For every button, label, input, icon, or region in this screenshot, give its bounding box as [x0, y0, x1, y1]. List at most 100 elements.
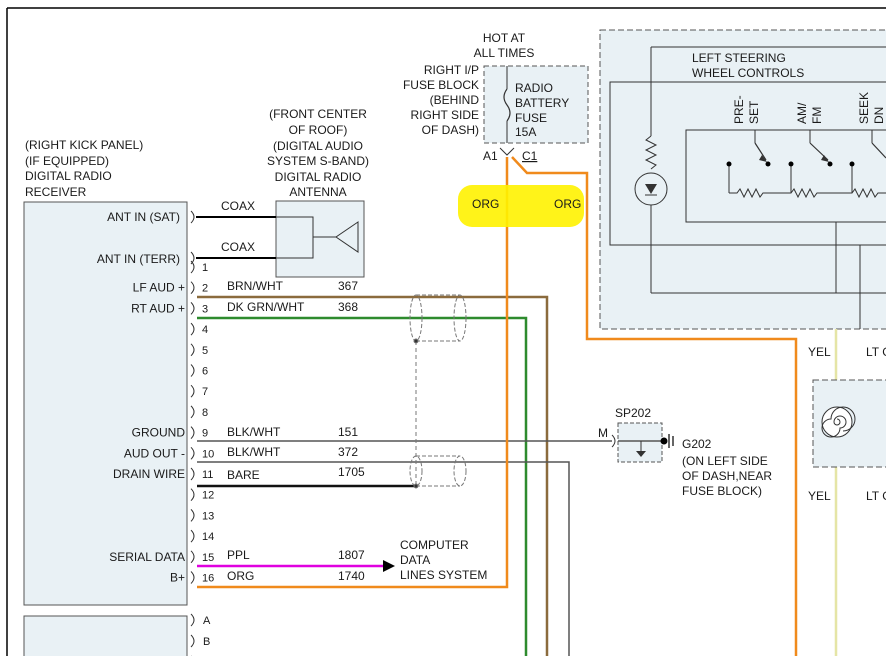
- antenna-line-4: SYSTEM S-BAND): [267, 154, 369, 168]
- steering-switch-box: [685, 129, 886, 223]
- receiver-name-2: RECEIVER: [25, 185, 87, 199]
- pin-connector-15: [190, 550, 195, 564]
- wire-circuit-pin-16: 1740: [338, 569, 365, 583]
- pin-connector-11: [190, 467, 195, 481]
- wire-color-pin-9: BLK/WHT: [227, 425, 281, 439]
- pin-number-15: 15: [202, 552, 214, 564]
- receiver-location-1: (RIGHT KICK PANEL): [25, 138, 143, 152]
- pin-number-5: 5: [202, 345, 208, 357]
- wire-color-pin-11: BARE: [227, 468, 260, 482]
- led-diode: [645, 184, 657, 194]
- port-ant-in-sat: ANT IN (SAT): [107, 210, 180, 224]
- ground-arrow: [636, 451, 646, 457]
- switch-preset-contact-2: [765, 161, 771, 167]
- clockspring-coil: [821, 406, 856, 438]
- wire-color-pin-3: DK GRN/WHT: [227, 300, 305, 314]
- fuse-location-5: OF DASH): [422, 123, 479, 137]
- switch-seek-label-1: SEEK: [857, 92, 871, 124]
- pin-label-2: LF AUD +: [133, 281, 185, 295]
- fuse-block: HOT AT ALL TIMES RIGHT I/P FUSE BLOCK (B…: [403, 31, 589, 227]
- switch-preset-label-2: SET: [747, 100, 761, 124]
- lower-pin-connector-A: [190, 613, 195, 627]
- wire-org-fuse-c1: [511, 156, 798, 656]
- computer-line-3: LINES SYSTEM: [400, 568, 487, 582]
- wire-ltg-label-2: LT G: [866, 489, 886, 503]
- switch-preset-contact: [726, 161, 732, 167]
- coax-connector-terr: [190, 251, 195, 265]
- wire-color-pin-15: PPL: [227, 548, 250, 562]
- ground-location-2: OF DASH,NEAR: [682, 469, 772, 483]
- pin-connector-6: [190, 364, 195, 377]
- fuse-icon: [503, 88, 511, 122]
- splice-connector: [611, 434, 616, 448]
- switch-seek-label-2: DN: [872, 107, 886, 124]
- fuse-location-1: RIGHT I/P: [424, 63, 479, 77]
- shield-lower-right: [453, 455, 467, 487]
- pin-number-2: 2: [202, 283, 208, 295]
- pin-label-9: GROUND: [132, 426, 186, 440]
- computer-line-1: COMPUTER: [400, 538, 469, 552]
- wire-circuit-pin-15: 1807: [338, 548, 365, 562]
- switch-amfm-contact: [788, 161, 794, 167]
- pin-number-12: 12: [202, 490, 214, 502]
- org-highlight: [458, 185, 584, 227]
- pin-number-6: 6: [202, 366, 208, 378]
- pin-number-13: 13: [202, 510, 214, 522]
- receiver-location-2: (IF EQUIPPED): [25, 154, 109, 168]
- wire-circuit-pin-9: 151: [338, 425, 358, 439]
- switch-seek-blade: [871, 142, 886, 159]
- fuse-block-box: [483, 65, 589, 144]
- switch-seek-contact: [849, 161, 855, 167]
- pin-connector-13: [190, 509, 195, 522]
- ground-location-3: FUSE BLOCK): [682, 484, 762, 498]
- fuse-hot-2: ALL TIMES: [474, 46, 535, 60]
- coax-label-2: COAX: [221, 240, 255, 254]
- pin-connector-14: [190, 529, 195, 543]
- wire-labels: BRN/WHT 367 DK GRN/WHT 368 BLK/WHT 151 B…: [227, 279, 365, 583]
- fuse-terminal-arrow: [499, 147, 515, 156]
- fuse-location-2: FUSE BLOCK: [403, 78, 479, 92]
- ground-g202: SP202 M G202 (ON LEFT SIDE OF DASH,NEAR …: [598, 406, 772, 498]
- antenna-line-1: (FRONT CENTER: [269, 107, 367, 121]
- antenna-line-5: DIGITAL RADIO: [275, 170, 362, 184]
- fuse-name-4: 15A: [515, 125, 536, 139]
- receiver-lower-pins: ABC: [190, 613, 211, 656]
- steering-resistor: [644, 135, 658, 170]
- pin-connector-9: [190, 426, 195, 439]
- fuse-wire-org-a: ORG: [472, 197, 499, 211]
- receiver-box: [23, 201, 188, 606]
- twisted-pair-shields: [409, 294, 467, 489]
- antenna-line-3: (DIGITAL AUDIO: [273, 139, 363, 153]
- steering-inner-box: [609, 81, 886, 246]
- pin-label-10: AUD OUT -: [124, 446, 185, 460]
- pin-connector-16: [190, 571, 195, 584]
- clockspring-icon: [821, 406, 853, 438]
- wires: [197, 156, 798, 656]
- steering-title-2: WHEEL CONTROLS: [692, 66, 804, 80]
- switch-amfm-label-2: FM: [810, 107, 824, 124]
- pin-number-4: 4: [202, 324, 208, 336]
- steering-title-1: LEFT STEERING: [692, 51, 786, 65]
- computer-data-lines: COMPUTER DATA LINES SYSTEM: [400, 538, 487, 582]
- pin-number-10: 10: [202, 448, 214, 460]
- pin-number-7: 7: [202, 386, 208, 398]
- pin-connector-5: [190, 343, 195, 357]
- digital-radio-receiver: (RIGHT KICK PANEL) (IF EQUIPPED) DIGITAL…: [23, 138, 214, 656]
- fuse-wire-org-c: ORG: [554, 197, 581, 211]
- coax-label-1: COAX: [221, 199, 255, 213]
- lower-pin-A: A: [203, 615, 211, 627]
- wire-yel-label-1: YEL: [808, 345, 831, 359]
- wire-aud-out-372: [197, 461, 570, 656]
- fuse-hot-1: HOT AT: [483, 31, 526, 45]
- splice-label: SP202: [615, 406, 651, 420]
- shield-node-lower: [413, 483, 419, 489]
- port-ant-in-terr: ANT IN (TERR): [97, 252, 180, 266]
- wire-circuit-pin-11: 1705: [338, 465, 365, 479]
- ground-location-1: (ON LEFT SIDE: [682, 454, 768, 468]
- fuse-location-3: (BEHIND: [430, 93, 480, 107]
- lower-pin-B: B: [203, 636, 210, 648]
- fuse-name-2: BATTERY: [515, 96, 569, 110]
- steering-outer-box: [599, 29, 886, 330]
- pin-connector-10: [190, 446, 195, 460]
- computer-data-arrow: [383, 560, 395, 572]
